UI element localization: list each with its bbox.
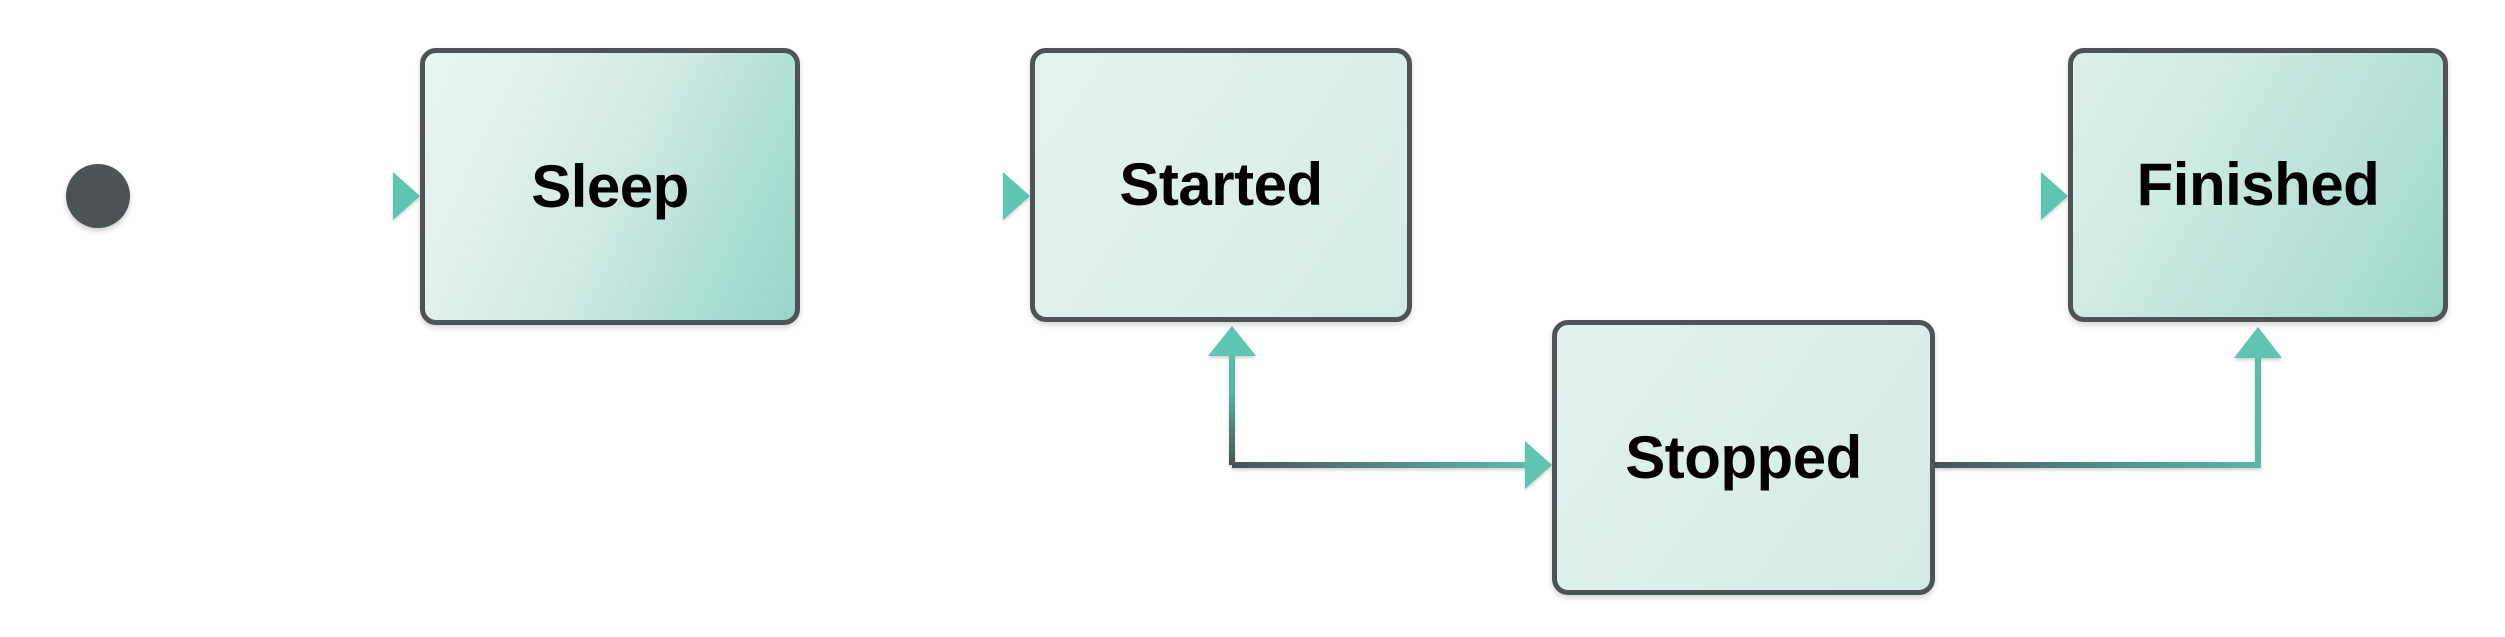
edge-started-finished-arrowhead bbox=[2041, 172, 2068, 220]
edge-sleep-to-started bbox=[800, 172, 1030, 220]
edge-stopped-to-finished bbox=[1935, 327, 2282, 468]
state-label-stopped: Stopped bbox=[1625, 423, 1862, 491]
state-label-sleep: Sleep bbox=[531, 152, 689, 220]
initial-state-marker bbox=[66, 164, 130, 228]
state-label-finished: Finished bbox=[2136, 151, 2380, 218]
state-label-started: Started bbox=[1119, 151, 1323, 218]
state-node-finished[interactable]: Finished bbox=[2068, 48, 2448, 322]
edge-started-stopped-elbow bbox=[1208, 326, 1552, 489]
edge-started-stopped-arrowhead bbox=[1525, 441, 1552, 489]
edge-initial-sleep-arrowhead bbox=[393, 172, 420, 220]
edge-stopped-started-arrowhead bbox=[1208, 326, 1256, 356]
edge-sleep-started-arrowhead bbox=[1003, 172, 1030, 220]
state-node-sleep[interactable]: Sleep bbox=[420, 48, 800, 325]
edge-initial-to-sleep bbox=[126, 172, 420, 220]
state-node-started[interactable]: Started bbox=[1030, 48, 1412, 322]
state-node-stopped[interactable]: Stopped bbox=[1552, 320, 1935, 595]
edge-stopped-finished-arrowhead bbox=[2234, 327, 2282, 358]
edge-started-to-finished bbox=[1412, 172, 2068, 220]
edge-stopped-finished-path bbox=[1935, 356, 2261, 468]
